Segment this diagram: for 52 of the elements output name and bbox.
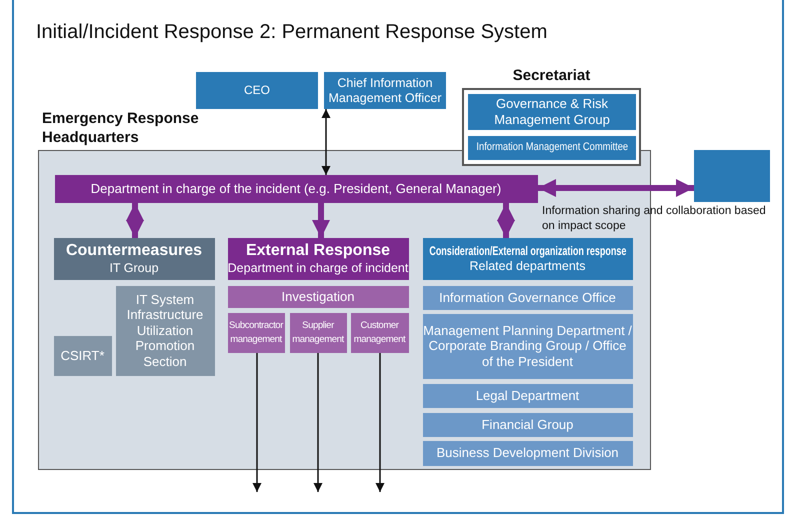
box-label: Management Planning Department / Corporate Branding Group / Office of the President (422, 322, 632, 370)
arrow (252, 353, 262, 492)
department-box (422, 412, 632, 436)
box-label: Governance & Risk Management Group (493, 96, 611, 128)
department-box (422, 314, 632, 378)
box-label: Information Governance Office (439, 290, 616, 306)
arrow (322, 109, 330, 175)
team-box (422, 238, 632, 280)
box-label: Information Management Committee (476, 141, 628, 155)
team-subtitle: Related departments (469, 258, 586, 274)
task-box (350, 312, 408, 352)
box-label: Legal Department (476, 388, 580, 404)
team-box (54, 336, 112, 376)
panel-heading: Emergency Response Headquarters (42, 110, 200, 148)
box-label: Financial Group (482, 416, 574, 432)
arrow (497, 203, 515, 238)
team-heading: Consideration/External organization response (428, 244, 626, 258)
committee-box (468, 136, 636, 160)
team-heading: Countermeasures (66, 241, 202, 261)
box-label: IT System Infrastructure Utilization Promotion Section (126, 292, 204, 370)
section-box (116, 286, 214, 376)
department-bar (54, 174, 538, 202)
diagram-title: Initial/Incident Response 2: Permanent Response System (36, 21, 548, 44)
arrow (126, 203, 144, 238)
arrow (538, 179, 694, 197)
team-subtitle: Department in charge of incident (228, 260, 408, 276)
box-label: Customer management (352, 318, 406, 346)
task-box (228, 286, 408, 308)
role-box (196, 72, 318, 109)
team-box (228, 238, 408, 280)
group-box (468, 94, 636, 130)
arrow (312, 203, 330, 238)
box-label: Supplier management (291, 318, 345, 346)
task-box (228, 312, 284, 352)
box-label: CEO (244, 83, 270, 98)
company-box (694, 150, 770, 202)
box-label: Subcontractor management (228, 318, 284, 346)
team-heading: External Response (246, 241, 390, 261)
arrow (314, 353, 322, 492)
box-label: Business Development Division (436, 445, 619, 461)
box-label: Department in charge of the incident (e.g. President, General Manager) (90, 180, 502, 196)
team-subtitle: IT Group (109, 260, 159, 276)
box-label: CSIRT* (60, 348, 104, 364)
department-box (422, 384, 632, 408)
box-label: Chief Information Management Officer (327, 76, 443, 106)
department-box (422, 440, 632, 466)
task-box (290, 312, 346, 352)
department-box (422, 286, 632, 310)
arrow (376, 353, 384, 492)
box-label: Investigation (282, 288, 354, 304)
team-box (54, 238, 214, 280)
panel-heading: Secretariat (512, 67, 592, 86)
